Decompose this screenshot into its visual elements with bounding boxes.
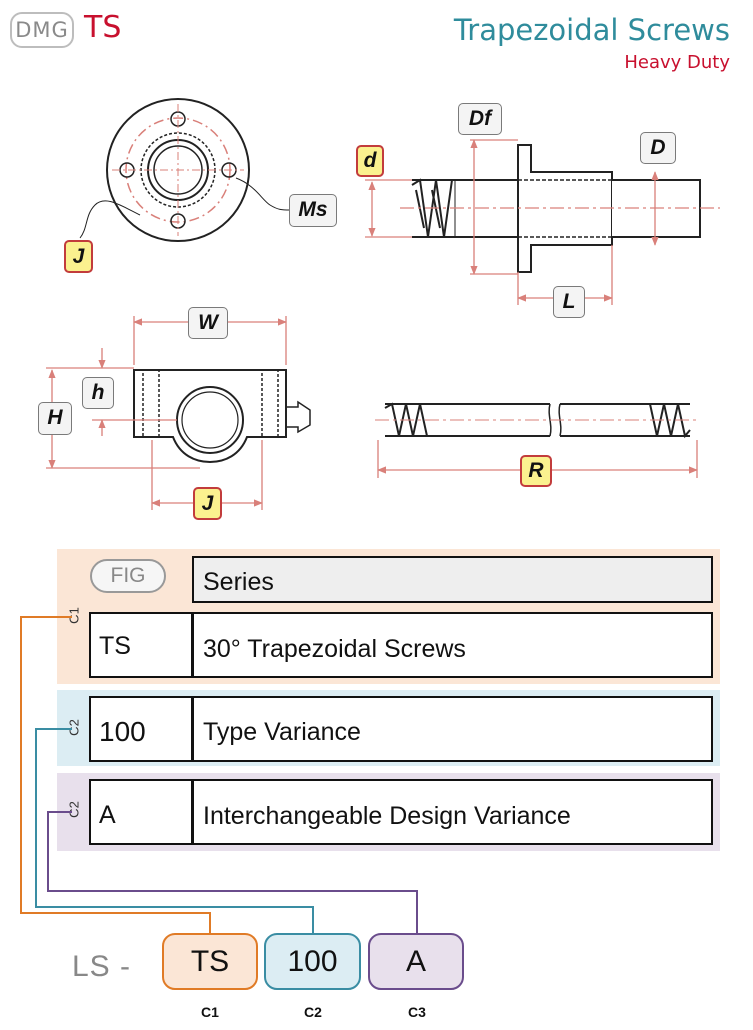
product-code: TS	[84, 10, 122, 45]
part-code-c3: A	[368, 933, 464, 990]
dim-label-l: L	[553, 286, 585, 318]
dim-label-j-top: J	[64, 240, 93, 273]
dim-label-w: W	[188, 307, 228, 339]
fig-pill: FIG	[90, 559, 166, 593]
code-cell: 100	[89, 696, 193, 762]
code-cell: TS	[89, 612, 193, 678]
part-code-caption: C1	[201, 1004, 219, 1020]
dim-label-df: Df	[458, 103, 502, 135]
description-value: 30° Trapezoidal Screws	[203, 635, 466, 663]
part-code-caption: C3	[408, 1004, 426, 1020]
dim-label-d-small: d	[356, 145, 384, 177]
description-cell: Interchangeable Design Variance	[192, 779, 713, 845]
description-cell: Type Variance	[192, 696, 713, 762]
dim-label-j-bottom: J	[193, 487, 222, 520]
connector-lines	[20, 616, 418, 933]
dim-label-r: R	[520, 455, 552, 487]
dim-label-h-large: H	[38, 402, 72, 435]
screw-side-view	[400, 144, 720, 273]
part-code-caption: C2	[304, 1004, 322, 1020]
page-subtitle: Heavy Duty	[624, 52, 730, 73]
connector-c3	[47, 811, 418, 933]
dim-label-d-large: D	[640, 132, 676, 164]
brand-badge: DMG	[10, 12, 74, 48]
part-code-c2: 100	[264, 933, 361, 990]
description-cell: 30° Trapezoidal Screws	[192, 612, 713, 678]
description-value: Type Variance	[203, 718, 361, 746]
part-code-c1: TS	[162, 933, 258, 990]
series-header-label: Series	[203, 568, 274, 596]
technical-drawings	[46, 98, 720, 510]
dim-label-h-small: h	[82, 377, 114, 409]
code-value: A	[99, 801, 116, 829]
flange-front-view	[79, 98, 291, 242]
dim-label-ms: Ms	[289, 194, 337, 227]
code-value: 100	[99, 716, 146, 747]
page-title: Trapezoidal Screws	[453, 13, 730, 47]
connector-c1	[20, 616, 211, 933]
block-view	[133, 369, 311, 464]
series-header-cell: Series	[192, 556, 713, 603]
description-value: Interchangeable Design Variance	[203, 802, 571, 830]
code-value: TS	[99, 632, 131, 660]
connector-c2	[35, 728, 314, 933]
part-number-prefix: LS -	[72, 950, 132, 983]
long-screw-view	[375, 402, 700, 439]
